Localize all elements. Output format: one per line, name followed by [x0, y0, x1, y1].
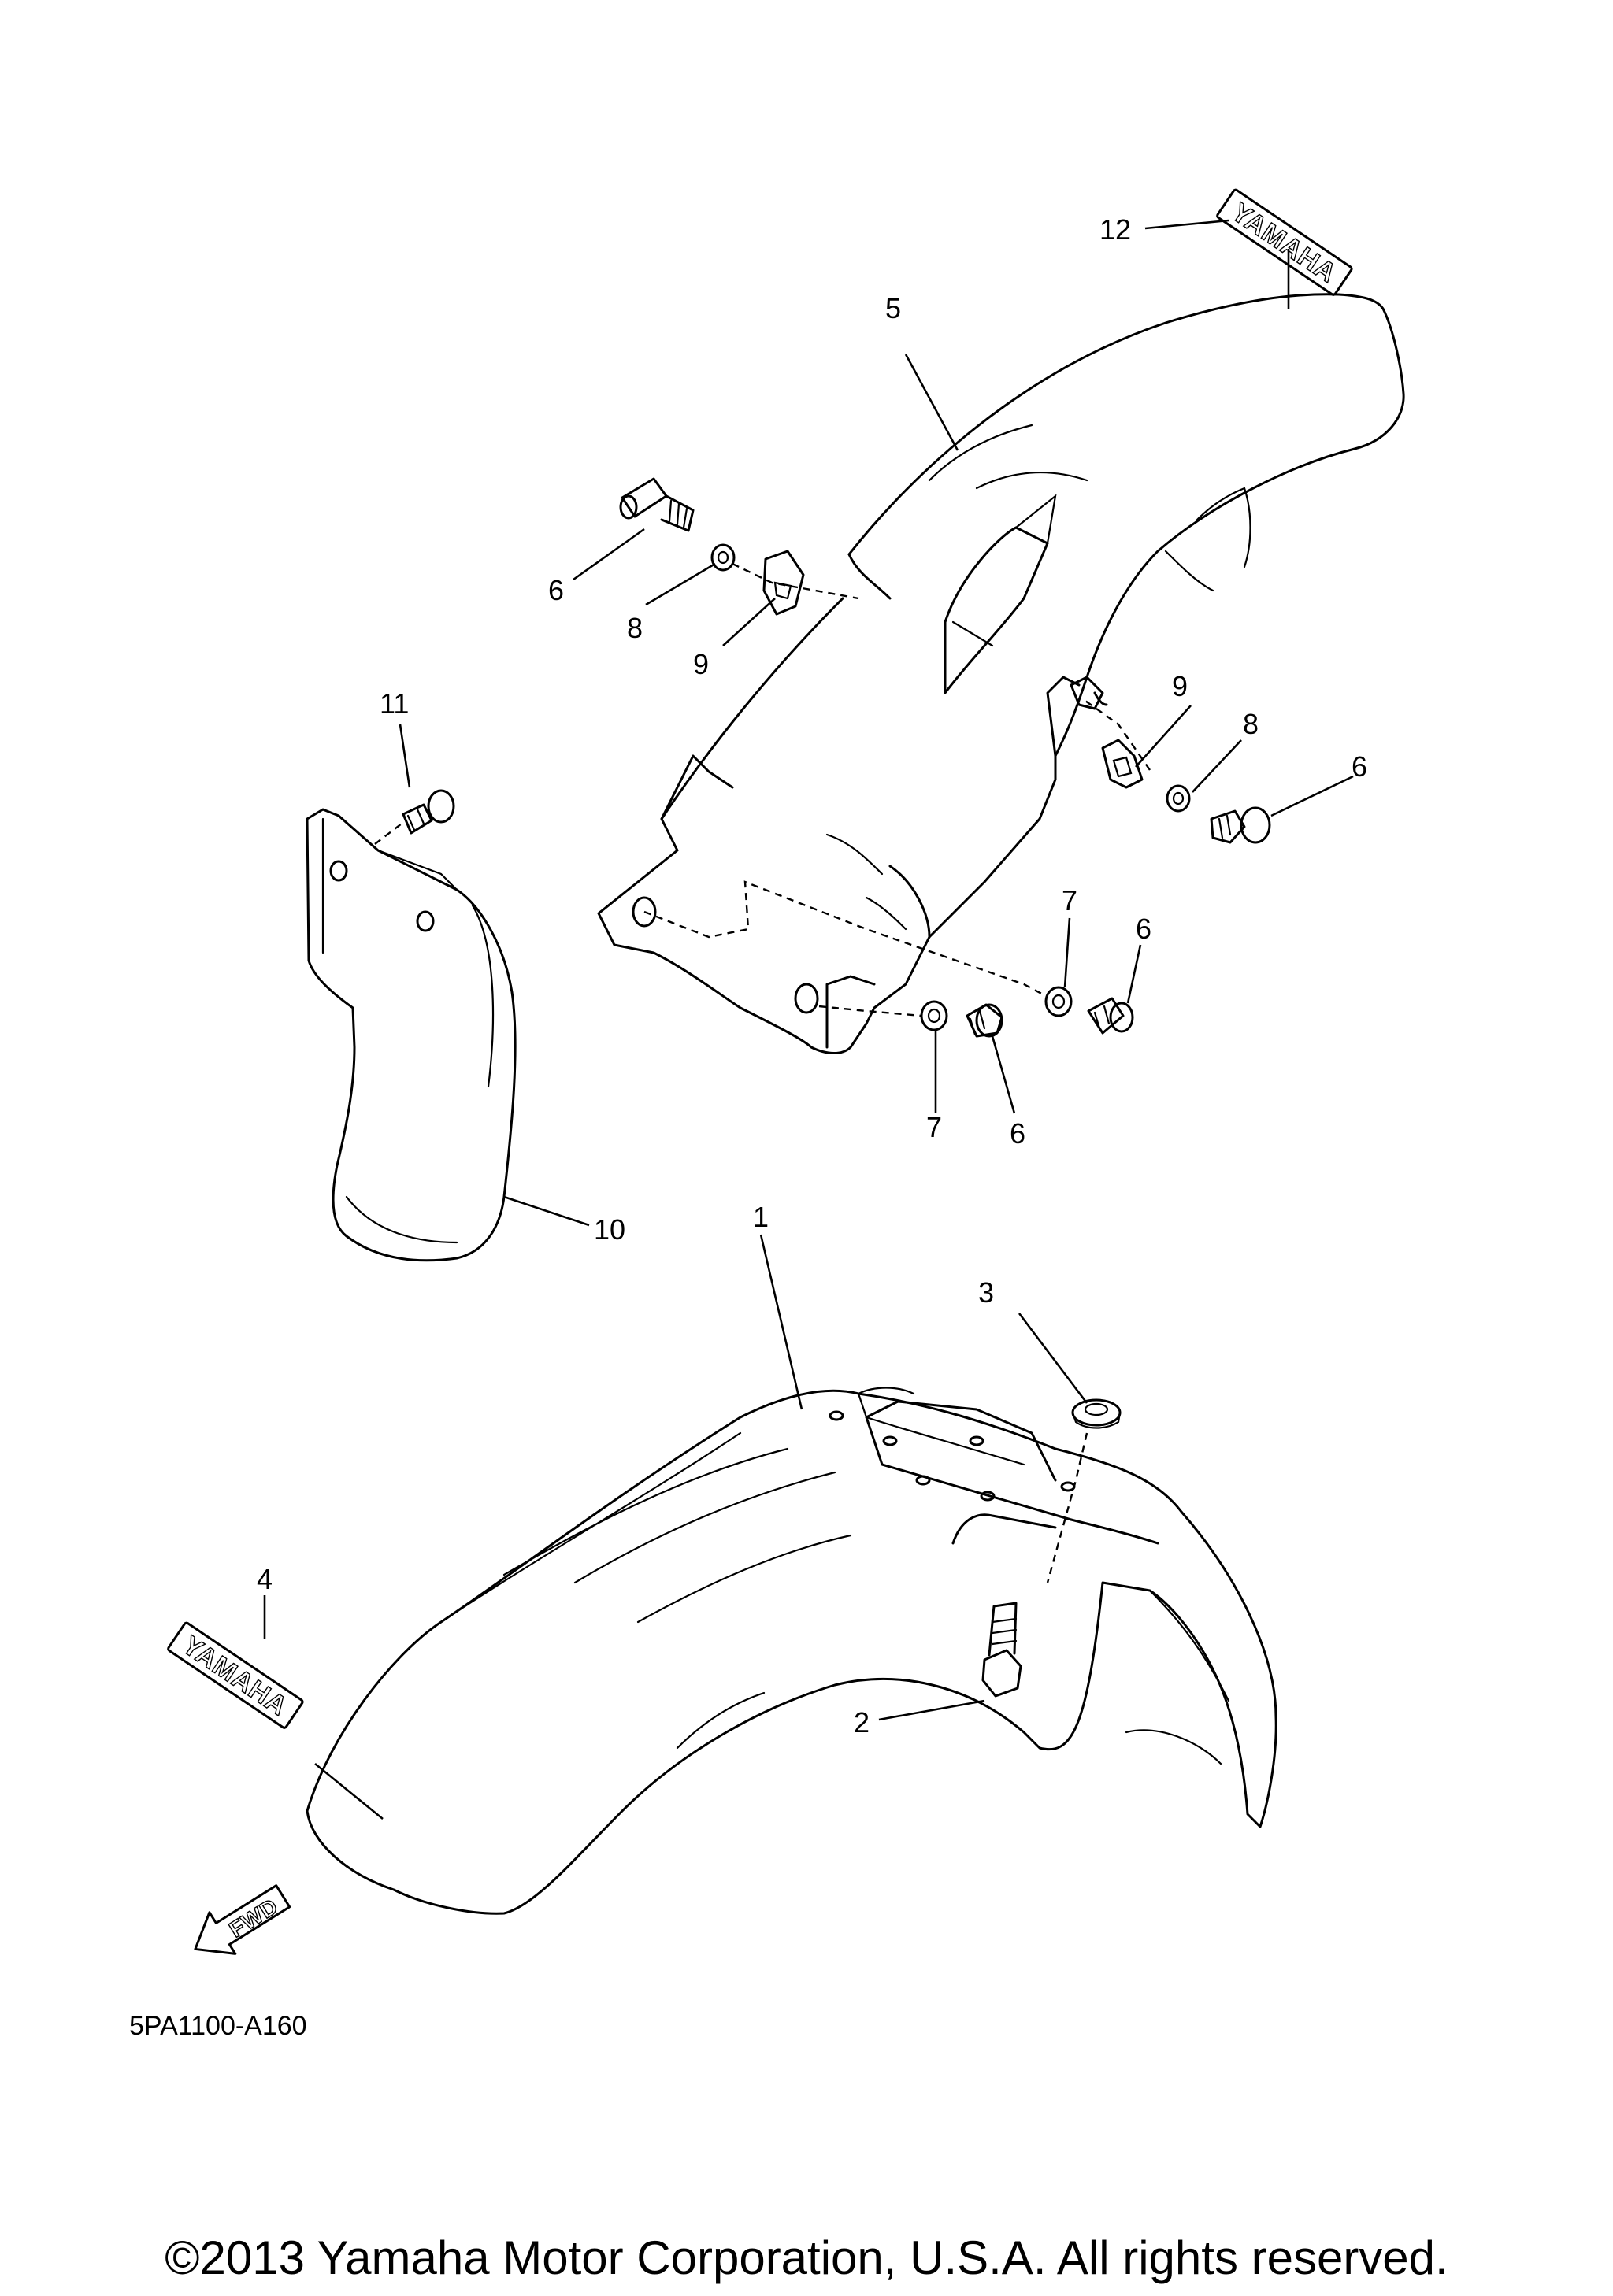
callout-2: 2	[854, 1706, 870, 1739]
washer-8-upper[interactable]	[710, 543, 736, 572]
callout-7: 7	[926, 1111, 942, 1143]
collar-7-lower[interactable]	[920, 1000, 948, 1031]
callout-4: 4	[257, 1563, 273, 1595]
leader-lines	[263, 219, 1354, 1820]
callout-9: 9	[1172, 670, 1188, 702]
decal-12-yamaha[interactable]: YAMAHA	[1216, 188, 1353, 296]
rear-fender[interactable]	[597, 293, 1405, 1054]
callout-labels: 12 5 6 8 9 9 8 6 11 7 6 7 6 10 1 3 4 2	[257, 213, 1367, 1739]
svg-text:YAMAHA: YAMAHA	[1226, 197, 1342, 289]
callout-3: 3	[978, 1276, 994, 1309]
callout-7: 7	[1062, 884, 1077, 917]
assembly-lines	[374, 562, 1151, 1583]
callout-10: 10	[594, 1213, 625, 1246]
collar-7-right[interactable]	[1044, 986, 1073, 1017]
nut-9-right[interactable]	[1101, 739, 1144, 789]
bolt-11[interactable]	[402, 789, 455, 835]
mud-flap[interactable]	[306, 808, 517, 1262]
bolt-2[interactable]	[981, 1602, 1022, 1698]
copyright-notice: ©2013 Yamaha Motor Corporation, U.S.A. A…	[165, 2231, 1448, 2284]
callout-11: 11	[380, 687, 409, 720]
front-fender[interactable]	[306, 1387, 1277, 1915]
fwd-arrow-icon: FWD	[194, 1884, 291, 1955]
callout-6: 6	[1352, 750, 1367, 783]
bolt-6-lower[interactable]	[966, 1003, 1003, 1038]
callout-6: 6	[1136, 913, 1151, 945]
svg-text:YAMAHA: YAMAHA	[177, 1630, 293, 1722]
callout-9: 9	[693, 648, 709, 680]
grommet-3[interactable]	[1071, 1398, 1122, 1429]
bolt-6-upper-left[interactable]	[619, 477, 695, 532]
bolt-6-lower-right[interactable]	[1087, 997, 1134, 1035]
callout-8: 8	[1243, 708, 1259, 740]
callout-6: 6	[548, 574, 564, 606]
callout-8: 8	[627, 612, 643, 644]
callout-6: 6	[1010, 1117, 1025, 1150]
bolt-6-right[interactable]	[1210, 806, 1271, 844]
washer-8-right[interactable]	[1166, 784, 1191, 813]
callout-5: 5	[885, 292, 901, 324]
callout-1: 1	[753, 1201, 769, 1233]
callout-12: 12	[1099, 213, 1131, 246]
diagram-code: 5PA1100-A160	[129, 2011, 307, 2041]
decal-4-yamaha[interactable]: YAMAHA	[167, 1621, 304, 1729]
